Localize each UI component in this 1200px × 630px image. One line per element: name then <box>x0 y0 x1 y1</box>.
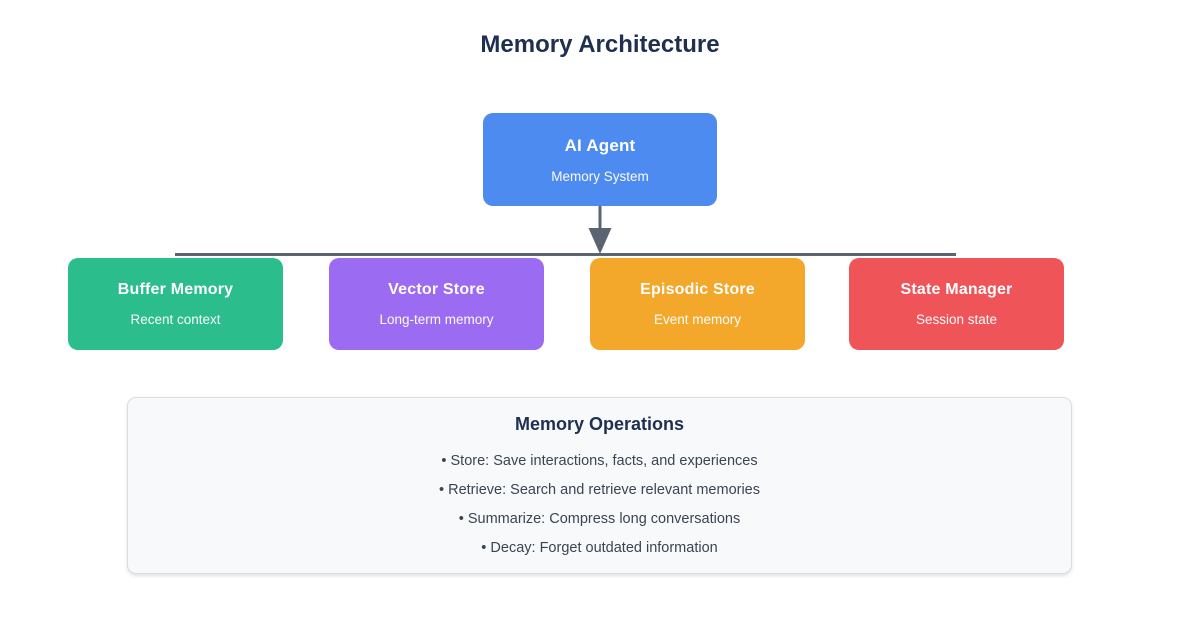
node-buffer-memory-subtitle: Recent context <box>130 312 221 327</box>
node-buffer-memory-title: Buffer Memory <box>117 281 234 298</box>
memory-operations-panel: Memory Operations Store: Save interactio… <box>127 397 1072 574</box>
node-vector-store-subtitle: Long-term memory <box>379 312 494 327</box>
operation-retrieve: Retrieve: Search and retrieve relevant m… <box>128 476 1071 505</box>
node-vector-store-title: Vector Store <box>388 281 485 298</box>
node-buffer-memory: Buffer Memory Recent context <box>68 258 283 350</box>
node-state-manager-title: State Manager <box>900 281 1013 298</box>
memory-operations-title: Memory Operations <box>514 414 685 434</box>
node-ai-agent: AI Agent Memory System <box>483 113 717 206</box>
diagram-title: Memory Architecture <box>480 31 720 58</box>
node-state-manager: State Manager Session state <box>849 258 1064 350</box>
arrowhead-down-icon <box>588 228 612 254</box>
node-vector-store: Vector Store Long-term memory <box>329 258 544 350</box>
node-episodic-store-title: Episodic Store <box>640 281 755 298</box>
operation-decay: Decay: Forget outdated information <box>128 534 1071 563</box>
node-ai-agent-subtitle: Memory System <box>551 168 649 184</box>
memory-operations-list: Store: Save interactions, facts, and exp… <box>128 447 1071 563</box>
node-episodic-store-subtitle: Event memory <box>653 312 742 327</box>
node-episodic-store: Episodic Store Event memory <box>590 258 805 350</box>
operation-summarize: Summarize: Compress long conversations <box>128 505 1071 534</box>
node-state-manager-subtitle: Session state <box>915 312 998 327</box>
node-ai-agent-title: AI Agent <box>564 135 636 155</box>
operation-store: Store: Save interactions, facts, and exp… <box>128 447 1071 476</box>
